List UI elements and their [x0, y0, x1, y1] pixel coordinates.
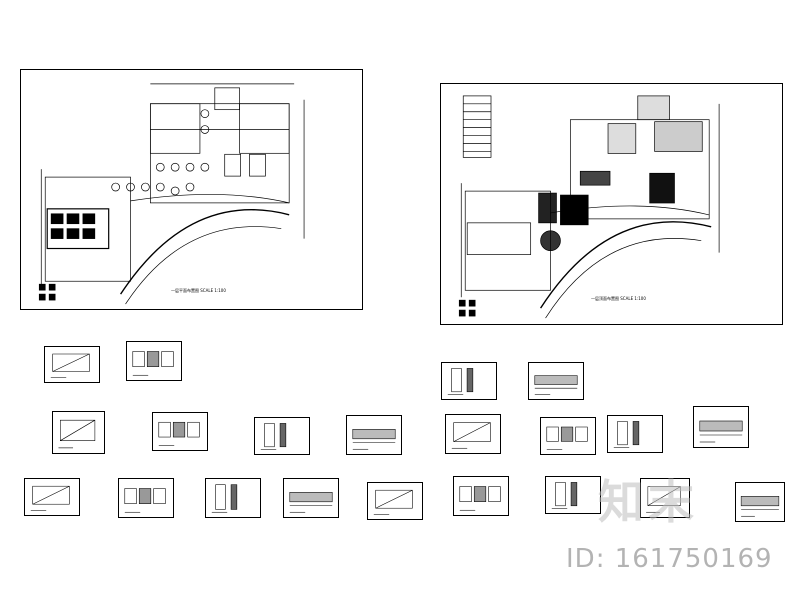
floor-plan-sheet-left: 一层平面布置图 SCALE 1:100	[20, 69, 363, 310]
detail-drawing	[283, 478, 339, 518]
detail-drawing	[445, 414, 501, 454]
detail-drawing	[540, 417, 596, 455]
detail-drawing	[693, 406, 749, 448]
detail-drawing	[205, 478, 261, 518]
detail-drawing	[126, 341, 182, 381]
floor-plan-drawing-left	[38, 83, 305, 305]
watermark-id: ID: 161750169	[566, 544, 773, 574]
detail-drawing	[607, 415, 663, 453]
floor-plan-title-right: 一层顶面布置图 SCALE 1:100	[591, 296, 646, 301]
detail-drawing	[52, 411, 105, 454]
detail-drawing	[254, 417, 310, 455]
detail-drawing	[24, 478, 80, 516]
detail-drawing	[118, 478, 174, 518]
watermark-logo: 知末	[598, 475, 698, 529]
detail-drawing	[346, 415, 402, 455]
detail-drawing	[367, 482, 423, 520]
floor-plan-drawing-right	[458, 95, 720, 319]
detail-drawing	[640, 478, 690, 518]
detail-drawing	[152, 412, 208, 451]
detail-drawing	[545, 476, 601, 514]
floor-plan-title-left: 一层平面布置图 SCALE 1:100	[171, 288, 226, 293]
detail-drawing	[441, 362, 497, 400]
detail-drawing	[735, 482, 785, 522]
detail-drawing	[453, 476, 509, 516]
detail-drawing	[44, 346, 100, 383]
detail-drawing	[528, 362, 584, 400]
floor-plan-sheet-right: 一层顶面布置图 SCALE 1:100	[440, 83, 783, 325]
